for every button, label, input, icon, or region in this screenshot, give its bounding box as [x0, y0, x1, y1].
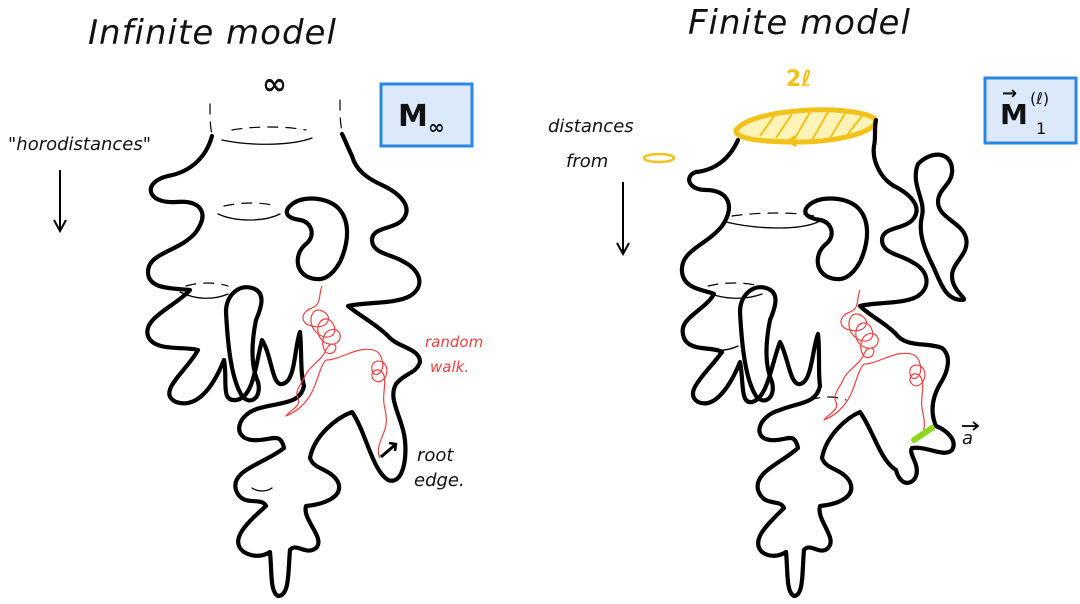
m-l-1-sub: 1: [1036, 119, 1046, 138]
finite-model-panel: Finite model 2ℓ → M (ℓ) 1 distances from: [548, 3, 1076, 596]
perimeter-label: 2ℓ: [786, 67, 812, 92]
edge-vector-label: a: [962, 422, 978, 449]
infinite-map-inner-lobe-2: [287, 199, 347, 280]
m-infinity-sub: ∞: [428, 115, 445, 139]
random-walk-label-line-2: walk.: [430, 358, 469, 376]
distances-label-line-2: from: [566, 151, 608, 172]
open-top-right-dashes: [340, 100, 342, 132]
slice-line-2: [218, 214, 280, 220]
finite-map-right-branch: [916, 155, 967, 300]
infinite-map-outline: [147, 134, 420, 596]
boundary-icon: [644, 154, 674, 162]
slice-line-1: [726, 222, 818, 228]
infinite-map-inner-lobe-1: [226, 287, 262, 400]
infinity-symbol: ∞: [262, 67, 287, 102]
infinite-model-panel: Infinite model ∞ M ∞ "horodistances": [8, 13, 483, 596]
slice-line-1: [222, 138, 312, 144]
root-edge-highlight: [914, 428, 932, 440]
root-edge-label-line-1: root: [417, 445, 454, 466]
finite-model-title: Finite model: [688, 3, 911, 43]
m-infinity-main: M: [398, 99, 428, 134]
slice-dash-1: [732, 213, 814, 216]
edge-label-a: a: [962, 428, 973, 449]
down-arrow-icon: [617, 182, 629, 254]
root-edge-arrow-icon: [381, 443, 396, 457]
open-top-left-dashes: [210, 104, 212, 134]
root-edge-label-line-2: edge.: [414, 470, 465, 491]
boundary-face: [736, 110, 876, 146]
distances-label-line-1: distances: [548, 116, 634, 137]
m-l-1-main: M: [1000, 98, 1028, 131]
slice-line-4: [252, 488, 272, 491]
infinite-model-title: Infinite model: [88, 13, 337, 53]
m-infinity-box: M ∞: [381, 84, 472, 146]
m-l-1-sup: (ℓ): [1030, 89, 1049, 108]
m-l-1-box-frame: [985, 78, 1076, 143]
slice-dash-1: [232, 127, 306, 130]
finite-map-inner-lobe-1: [740, 287, 776, 400]
m-l-1-box: → M (ℓ) 1: [985, 78, 1076, 143]
random-walk-label-line-1: random: [425, 333, 483, 351]
slice-dash-2: [708, 283, 760, 286]
finite-map-outline: [682, 120, 954, 596]
slice-dash-3: [186, 283, 228, 286]
down-arrow-icon: [54, 170, 66, 231]
random-walk-trace: [824, 290, 925, 436]
slice-dash-2: [224, 203, 276, 206]
finite-map-inner-lobe-2: [805, 199, 867, 280]
horodistances-label: "horodistances": [8, 134, 151, 155]
